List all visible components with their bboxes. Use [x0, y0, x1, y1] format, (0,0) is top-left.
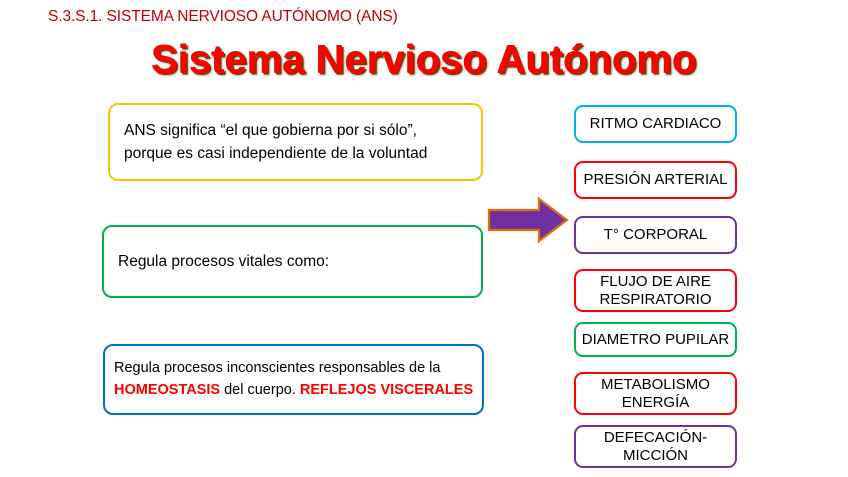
- output-box-label: T° CORPORAL: [603, 226, 708, 244]
- output-box-label: PRESIÓN ARTERIAL: [583, 171, 728, 189]
- output-box-label: RITMO CARDIACO: [589, 115, 722, 133]
- right-arrow-icon: [487, 196, 569, 244]
- output-box-label: DEFECACIÓN- MICCIÓN: [603, 428, 708, 464]
- output-box-metabolismo-energia: METABOLISMO ENERGÍA: [574, 372, 737, 415]
- regula-procesos-inconscientes-box: Regula procesos inconscientes responsabl…: [103, 344, 484, 415]
- ans-definition-line-2: porque es casi independiente de la volun…: [124, 145, 428, 162]
- page-title: Sistema Nervioso Autónomo: [151, 38, 697, 82]
- homeostasis-keyword: HOMEOSTASIS: [114, 381, 221, 398]
- ans-definition-line-1: ANS significa “el que gobierna por si só…: [124, 121, 417, 139]
- output-box-diametro-pupilar: DIAMETRO PUPILAR: [574, 322, 737, 357]
- ans-definition-box: ANS significa “el que gobierna por si só…: [108, 103, 483, 181]
- output-box-flujo-aire-respiratorio: FLUJO DE AIRE RESPIRATORIO: [574, 269, 737, 312]
- output-box-presion-arterial: PRESIÓN ARTERIAL: [574, 161, 737, 199]
- output-box-t-corporal: T° CORPORAL: [574, 216, 737, 254]
- regula-inconscientes-line-2: HOMEOSTASIS del cuerpo. REFLEJOS VISCERA…: [105, 380, 482, 402]
- regula-inconscientes-line-1: Regula procesos inconscientes responsabl…: [114, 359, 441, 376]
- regula-procesos-vitales-box: Regula procesos vitales como:: [102, 225, 483, 298]
- output-box-label: FLUJO DE AIRE RESPIRATORIO: [599, 272, 712, 308]
- del-cuerpo-text: del cuerpo.: [220, 381, 300, 398]
- output-box-defecacion-miccion: DEFECACIÓN- MICCIÓN: [574, 425, 737, 468]
- breadcrumb: S.3.S.1. SISTEMA NERVIOSO AUTÓNOMO (ANS): [48, 8, 398, 25]
- regula-procesos-vitales-text: Regula procesos vitales como:: [118, 252, 330, 270]
- output-box-ritmo-cardiaco: RITMO CARDIACO: [574, 105, 737, 143]
- output-box-label: DIAMETRO PUPILAR: [581, 330, 730, 348]
- reflejos-viscerales-keyword: REFLEJOS VISCERALES: [299, 381, 474, 398]
- output-box-label: METABOLISMO ENERGÍA: [601, 375, 710, 411]
